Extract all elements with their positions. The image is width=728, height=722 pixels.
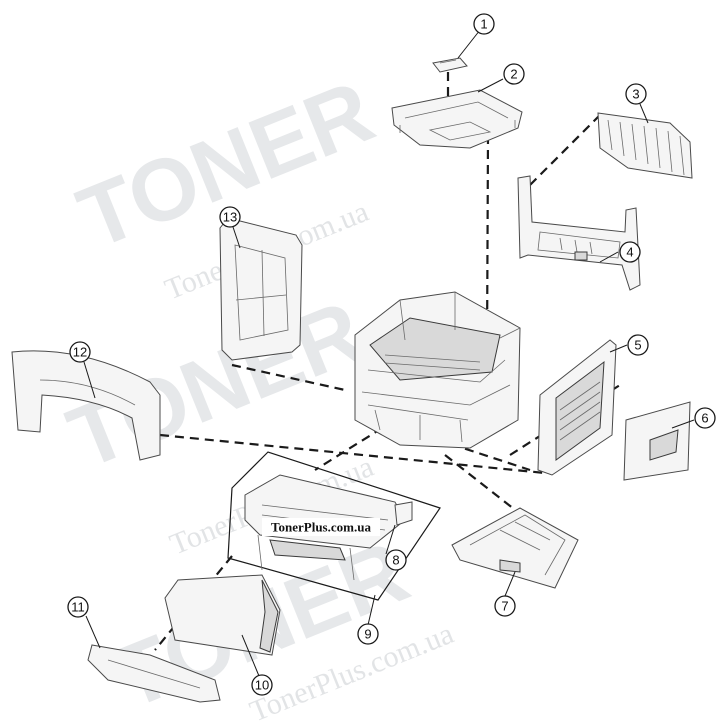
part-4-side-frame	[517, 175, 641, 291]
part-2-top-cover	[391, 89, 523, 149]
callout-7-circle	[494, 595, 516, 617]
callout-2-circle	[503, 63, 525, 85]
callout-13-circle	[219, 206, 241, 228]
part-12-front-panel	[11, 350, 161, 461]
callout-6-circle	[694, 407, 716, 429]
callout-9: 9	[364, 627, 371, 642]
part-7-paper-tray	[451, 507, 579, 589]
callout-1-circle	[473, 13, 495, 35]
callout-5-circle	[627, 334, 649, 356]
main-printer-frame	[354, 291, 521, 449]
callout-10: 10	[255, 678, 269, 693]
callout-8-circle	[385, 549, 407, 571]
callout-8: 8	[392, 553, 399, 568]
part-13-left-panel	[219, 217, 303, 361]
callout-5: 5	[634, 338, 641, 353]
callout-4: 4	[626, 245, 633, 260]
assembly-outline	[227, 451, 441, 601]
callout-6: 6	[701, 411, 708, 426]
callout-12-circle	[69, 341, 91, 363]
callouts: 1 2 3 4 5 6 7 8 9 10 11 12 13	[67, 13, 716, 696]
part-11-bezel	[87, 644, 221, 703]
callout-2: 2	[510, 67, 517, 82]
callout-1: 1	[480, 17, 487, 32]
callout-3-circle	[625, 83, 647, 105]
callout-11-circle	[67, 596, 89, 618]
part-10-panel	[164, 574, 281, 656]
part-1-control-board	[432, 57, 468, 73]
part-5-front-door	[537, 339, 617, 476]
callout-9-circle	[357, 623, 379, 645]
callout-leaders	[83, 29, 695, 677]
part-3-rear-guide	[597, 112, 693, 179]
part-9-assembly: TonerPlus.com.ua	[227, 451, 441, 601]
callout-13: 13	[223, 210, 237, 225]
callout-7: 7	[501, 599, 508, 614]
callout-3: 3	[632, 87, 639, 102]
callout-10-circle	[251, 674, 273, 696]
part-6-side-cover	[623, 401, 691, 481]
callout-4-circle	[619, 241, 641, 263]
label-box-text: TonerPlus.com.ua	[271, 520, 371, 535]
callout-12: 12	[73, 345, 87, 360]
callout-11: 11	[71, 600, 85, 615]
label-box-bg	[262, 518, 380, 536]
